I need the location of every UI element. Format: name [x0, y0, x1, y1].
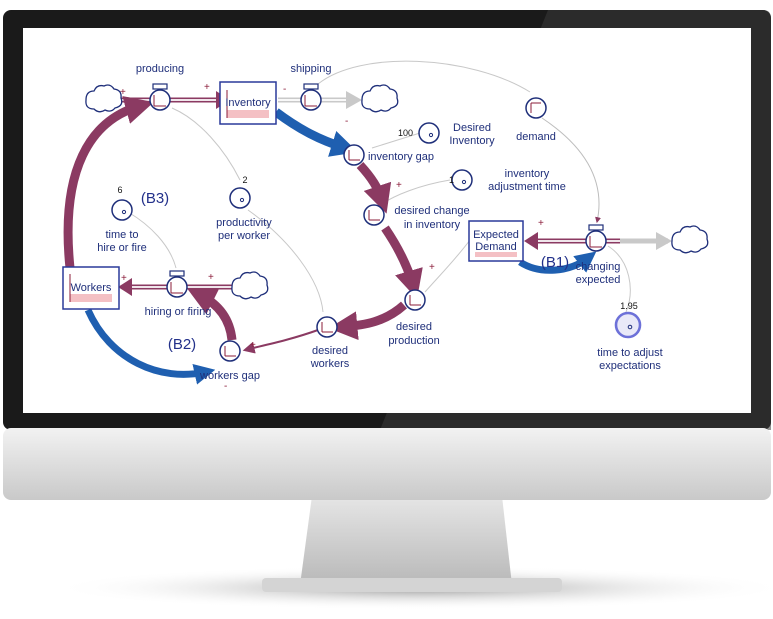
gap-to-hiring-arrow	[187, 288, 237, 341]
stock-workers[interactable]: Workers	[62, 266, 120, 310]
producing-label: producing	[136, 63, 184, 75]
monitor-stand	[300, 496, 512, 585]
sign-plus: +	[429, 262, 435, 273]
desired-workers-label-line1: desired	[312, 345, 348, 357]
desired-inventory-value: 100	[398, 128, 413, 138]
loop-b2-label: (B2)	[168, 336, 196, 353]
stand-base	[262, 578, 562, 592]
loop-b3-label: (B3)	[141, 190, 169, 207]
workers-gap-label: workers gap	[199, 370, 260, 382]
productivity-label-line1: productivity	[216, 217, 272, 229]
inv-adj-label-line1: inventory	[505, 168, 550, 180]
aux-desired-production[interactable]	[404, 289, 426, 311]
desired-workers-label-line2: workers	[310, 358, 350, 370]
inv-adj-value: 1	[449, 175, 454, 185]
valve-shipping[interactable]	[300, 83, 322, 111]
const-time-to-hire[interactable]	[111, 199, 133, 221]
cloud-icon	[361, 84, 399, 113]
desired-production-label-line1: desired	[396, 321, 432, 333]
sign-minus: -	[345, 116, 348, 127]
desired-change-label-line1: desired change	[394, 205, 469, 217]
stock-inventory[interactable]: Inventory	[219, 81, 277, 125]
aux-desired-workers[interactable]	[316, 316, 338, 338]
hiring-label: hiring or firing	[145, 306, 212, 318]
inventory-gap-label: inventory gap	[368, 151, 434, 163]
time-adjust-value: 1.95	[620, 301, 638, 311]
aux-inventory-gap[interactable]	[343, 144, 365, 166]
const-time-to-adjust[interactable]	[614, 311, 642, 339]
desired-production-label-line2: production	[388, 335, 439, 347]
sign-plus: +	[208, 272, 214, 283]
demand-label: demand	[516, 131, 556, 143]
aux-desired-change[interactable]	[363, 204, 385, 226]
const-productivity[interactable]	[229, 187, 251, 209]
stock-expected-demand[interactable]: Expected Demand	[468, 220, 524, 262]
inventory-to-gap-arrow	[273, 108, 358, 157]
monitor-chin	[3, 428, 771, 500]
causal-arrows	[63, 96, 597, 385]
productivity-value: 2	[242, 175, 247, 185]
valve-producing[interactable]	[149, 83, 171, 111]
causal-diagram: Inventory Workers Expected Demand	[62, 60, 709, 392]
const-inv-adjustment-time[interactable]	[451, 169, 473, 191]
sign-plus: +	[396, 180, 402, 191]
desiredworkers-to-gap-arrow	[242, 329, 319, 354]
sign-plus: +	[120, 87, 126, 98]
time-hire-label-line2: hire or fire	[97, 242, 147, 254]
sign-plus: +	[204, 82, 210, 93]
const-desired-inventory[interactable]	[418, 122, 440, 144]
cloud-icon	[231, 271, 269, 300]
sign-plus: +	[250, 340, 256, 351]
productivity-label-line2: per worker	[218, 230, 270, 242]
desired-change-label-line2: in inventory	[404, 219, 461, 231]
production-to-workers-arrow	[328, 301, 407, 341]
expected-demand-label-line1: Expected	[473, 229, 519, 241]
info-links	[127, 60, 631, 313]
gap-to-change-arrow	[356, 161, 392, 214]
expected-demand-label-line2: Demand	[475, 241, 517, 253]
workers-to-gap-arrow	[84, 308, 216, 385]
shipping-label: shipping	[291, 63, 332, 75]
aux-workers-gap[interactable]	[219, 340, 241, 362]
valve-hiring-or-firing[interactable]	[166, 270, 188, 298]
sign-plus: +	[538, 218, 544, 229]
workers-label: Workers	[71, 282, 112, 294]
time-adjust-label-line2: expectations	[599, 360, 661, 372]
workers-to-producing-arrow	[63, 96, 154, 269]
sign-minus: -	[283, 84, 286, 95]
aux-demand[interactable]	[525, 97, 547, 119]
changing-label-line1: changing	[576, 261, 621, 273]
inventory-label: Inventory	[225, 97, 271, 109]
change-to-production-arrow	[381, 225, 423, 299]
desired-inventory-label-line2: Inventory	[449, 135, 495, 147]
time-hire-value: 6	[117, 185, 122, 195]
sign-plus: +	[121, 273, 127, 284]
desired-inventory-label-line1: Desired	[453, 122, 491, 134]
valve-changing-expected[interactable]	[585, 224, 607, 252]
cloud-icon	[671, 225, 709, 254]
labels: producing shipping hiring or firing chan…	[97, 63, 662, 392]
sign-minus: -	[224, 381, 227, 392]
expected-to-changing-arrow	[518, 251, 597, 274]
time-hire-label-line1: time to	[105, 229, 138, 241]
inv-adj-label-line2: adjustment time	[488, 181, 566, 193]
time-adjust-label-line1: time to adjust	[597, 347, 662, 359]
changing-label-line2: expected	[576, 274, 621, 286]
loop-b1-label: (B1)	[541, 254, 569, 271]
cloud-icon	[85, 84, 123, 113]
